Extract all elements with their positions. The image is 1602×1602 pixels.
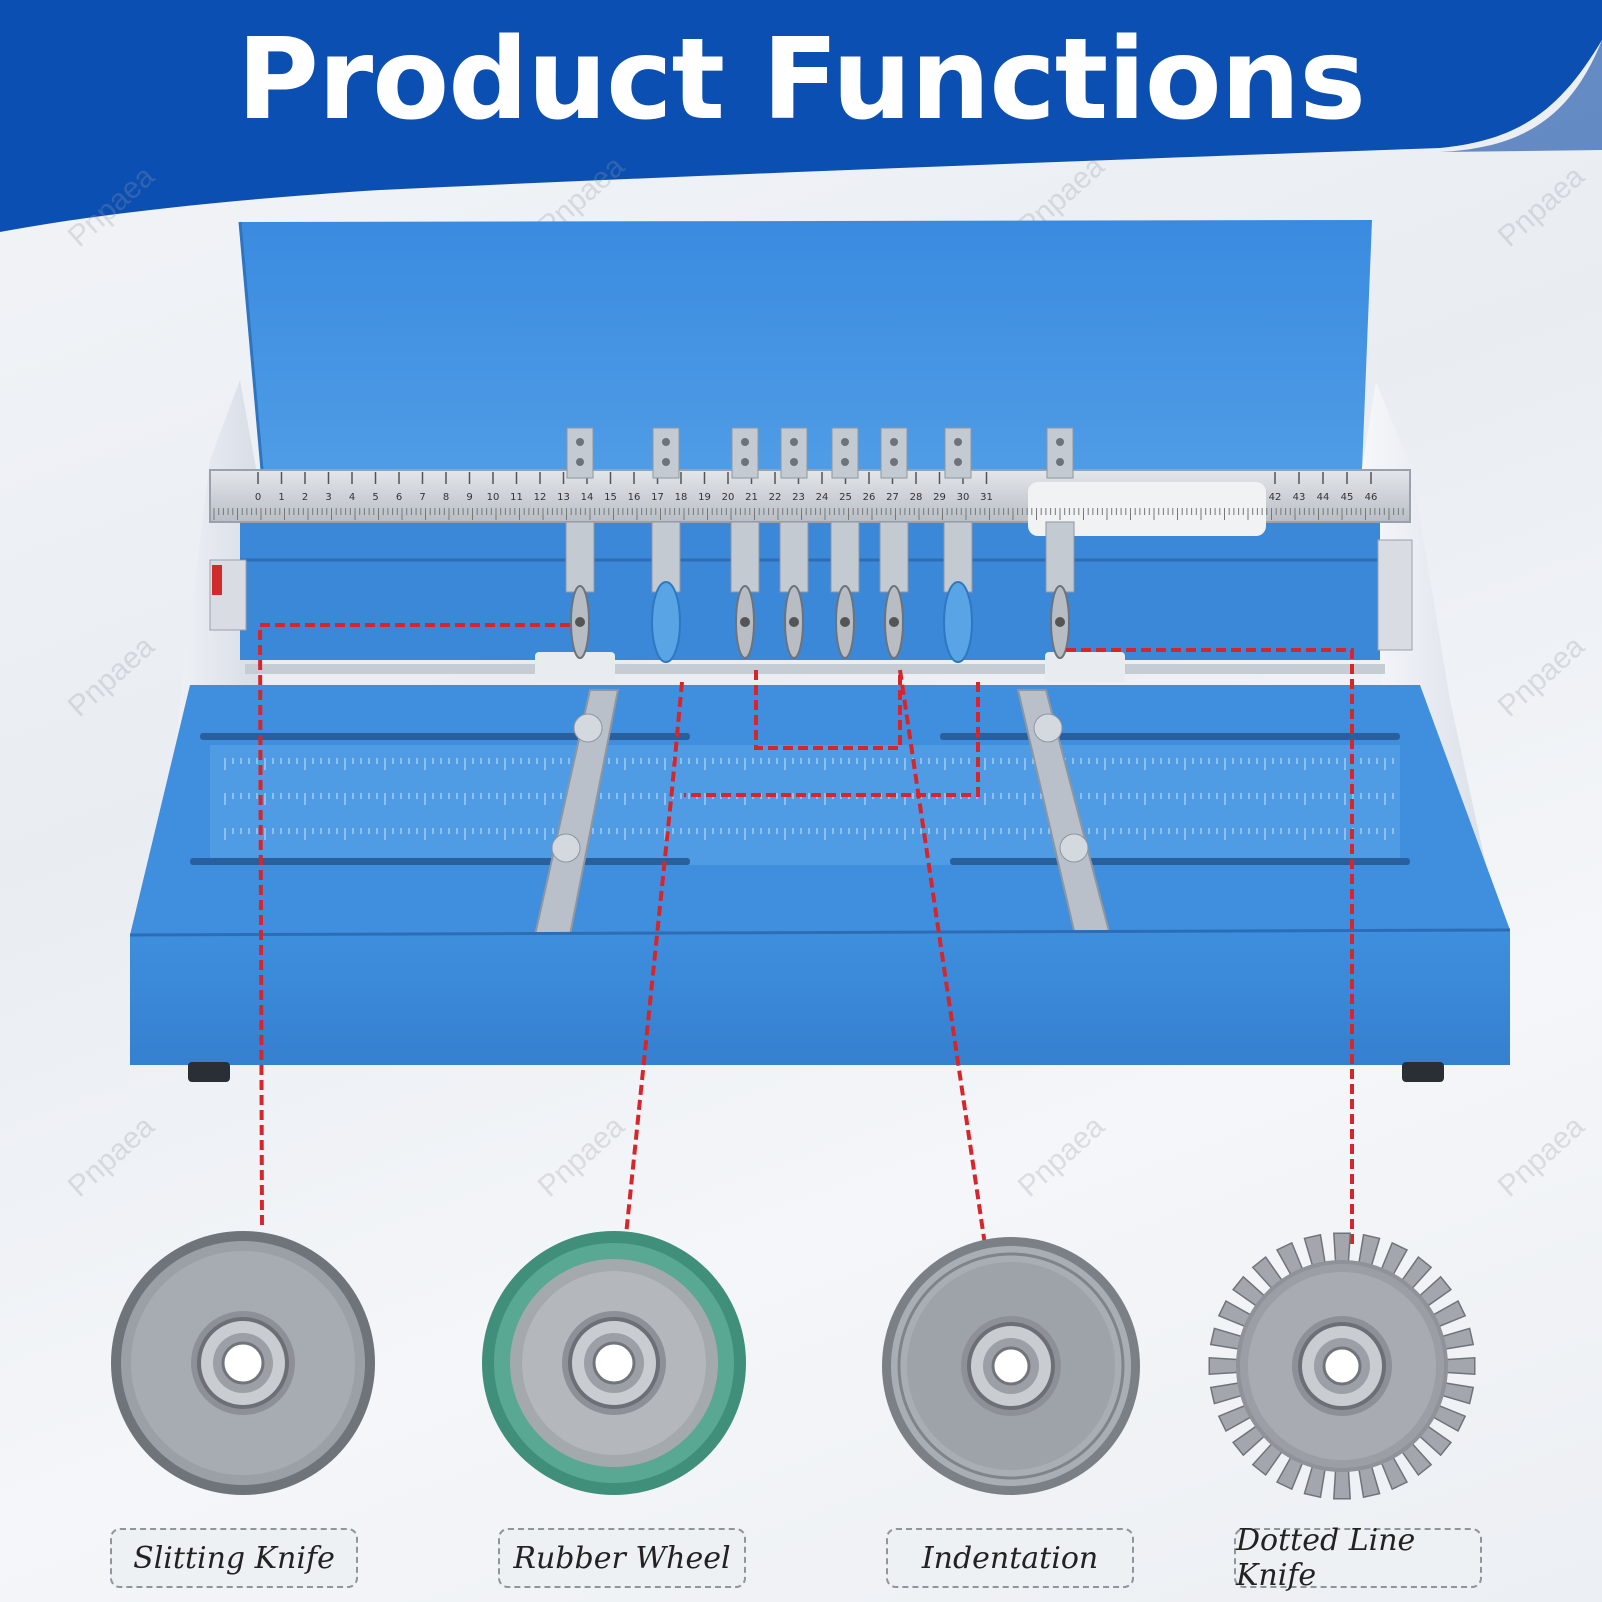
ruler-number: 7 <box>419 492 425 503</box>
ruler-number: 30 <box>957 492 970 503</box>
ruler-number: 17 <box>651 492 664 503</box>
ruler-number: 29 <box>933 492 946 503</box>
indentation-wheel-icon <box>882 1237 1140 1495</box>
ruler-number: 4 <box>349 492 355 503</box>
callout-lines <box>257 623 1354 1246</box>
ruler-number: 15 <box>604 492 617 503</box>
ruler-number: 28 <box>910 492 923 503</box>
ruler-number: 0 <box>255 492 261 503</box>
ruler-number: 46 <box>1365 492 1378 503</box>
ruler-number: 19 <box>698 492 711 503</box>
ruler-number: 42 <box>1269 492 1282 503</box>
ruler-number: 31 <box>980 492 993 503</box>
ruler-number: 12 <box>534 492 547 503</box>
ruler-number: 21 <box>745 492 758 503</box>
ruler-number: 1 <box>278 492 284 503</box>
ruler-number: 27 <box>886 492 899 503</box>
ruler-number: 18 <box>675 492 688 503</box>
ruler-number: 44 <box>1317 492 1330 503</box>
back-feed-board <box>240 220 1372 470</box>
ruler-number: 43 <box>1293 492 1306 503</box>
caption-dotted-line-knife: Dotted Line Knife <box>1234 1523 1482 1593</box>
ruler-number: 23 <box>792 492 805 503</box>
caption-indentation: Indentation <box>886 1528 1134 1588</box>
ruler-number: 26 <box>863 492 876 503</box>
ruler-number: 25 <box>839 492 852 503</box>
ruler-number: 22 <box>769 492 782 503</box>
ruler-number: 3 <box>325 492 331 503</box>
ruler-number: 8 <box>443 492 449 503</box>
header-banner <box>0 0 1602 232</box>
ruler-number: 14 <box>581 492 594 503</box>
ruler-number: 2 <box>302 492 308 503</box>
caption-rubber-wheel: Rubber Wheel <box>498 1528 746 1588</box>
ruler-number: 16 <box>628 492 641 503</box>
dotted-line-knife-icon <box>1208 1232 1476 1500</box>
ruler-number: 5 <box>372 492 378 503</box>
slitting-knife-wheel-icon <box>111 1231 375 1495</box>
ruler-number: 45 <box>1341 492 1354 503</box>
ruler-number: 9 <box>466 492 472 503</box>
ruler-number: 10 <box>487 492 500 503</box>
ruler-number: 11 <box>510 492 523 503</box>
rubber-wheel-icon <box>482 1231 746 1495</box>
machine-front-base <box>130 930 1510 1065</box>
caption-slitting-knife: Slitting Knife <box>110 1528 358 1588</box>
ruler-number: 6 <box>396 492 402 503</box>
ruler-number: 24 <box>816 492 829 503</box>
page-title: Product Functions <box>236 15 1366 145</box>
ruler-number: 13 <box>557 492 570 503</box>
ruler-number: 20 <box>722 492 735 503</box>
